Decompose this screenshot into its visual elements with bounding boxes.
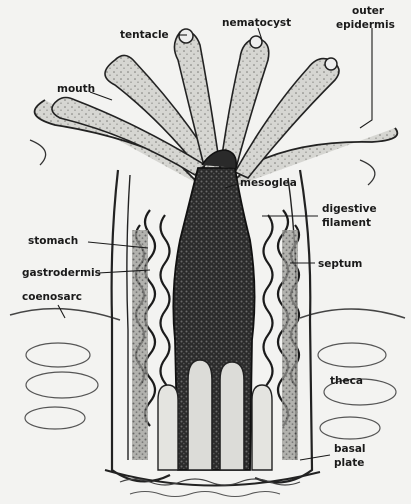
basal-plate — [105, 470, 320, 497]
label-digestive-filament-line2: filament — [322, 217, 371, 229]
label-basal-plate-line2: plate — [334, 457, 364, 469]
label-outer-epidermis-line2: epidermis — [336, 19, 395, 31]
label-nematocyst: nematocyst — [222, 17, 291, 29]
nematocyst-tip-icon — [179, 29, 193, 43]
label-mouth: mouth — [57, 83, 95, 95]
label-gastrodermis: gastrodermis — [22, 267, 101, 279]
label-coenosarc: coenosarc — [22, 291, 82, 303]
label-mesoglea: mesoglea — [240, 177, 297, 189]
label-septum: septum — [318, 258, 362, 270]
label-basal-plate-line1: basal — [334, 443, 366, 455]
label-theca: theca — [330, 375, 363, 387]
label-digestive-filament-line1: digestive — [322, 203, 377, 215]
label-outer-epidermis-line1: outer — [352, 5, 385, 17]
label-stomach: stomach — [28, 235, 78, 247]
label-tentacle: tentacle — [120, 29, 169, 41]
